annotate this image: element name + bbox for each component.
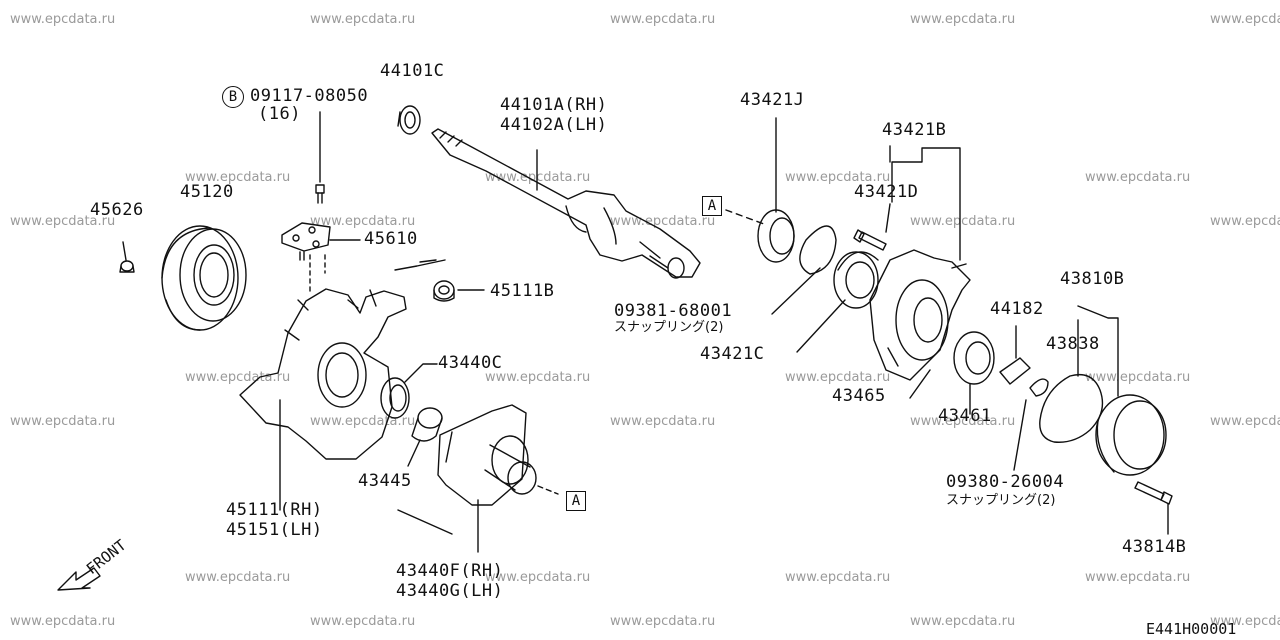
part-45626-bolt [119, 241, 135, 273]
label-43440g-lh: 43440G(LH) [396, 581, 504, 601]
label-09381-desc: スナップリング(2) [614, 320, 724, 335]
watermark: www.epcdata.ru [610, 614, 716, 629]
label-44101c: 44101C [380, 61, 445, 81]
part-43421j-ring [725, 117, 795, 263]
part-43814b-bolt [1134, 481, 1173, 535]
label-43461: 43461 [938, 406, 992, 426]
watermark: www.epcdata.ru [610, 414, 716, 429]
label-45111b: 45111B [490, 281, 555, 301]
label-45111-rh: 45111(RH) [226, 500, 323, 520]
label-43838: 43838 [1046, 334, 1100, 354]
watermark: www.epcdata.ru [785, 370, 891, 385]
watermark: www.epcdata.ru [910, 214, 1016, 229]
part-43421d-bolt [853, 203, 891, 251]
watermark: www.epcdata.ru [910, 414, 1016, 429]
label-45610: 45610 [364, 229, 418, 249]
label-43421b: 43421B [882, 120, 947, 140]
part-44101c-seal [397, 105, 421, 135]
part-43421b-hub [869, 145, 971, 381]
watermark: www.epcdata.ru [1085, 570, 1191, 585]
watermark: www.epcdata.ru [1210, 614, 1280, 629]
part-43810b-cap [1077, 305, 1167, 476]
watermark: www.epcdata.ru [1210, 414, 1280, 429]
part-09117-bolt [315, 111, 325, 204]
watermark: www.epcdata.ru [185, 170, 291, 185]
label-43421j: 43421J [740, 90, 805, 110]
watermark: www.epcdata.ru [10, 614, 116, 629]
label-43421c: 43421C [700, 344, 765, 364]
part-44101a-axle-shaft [431, 128, 701, 279]
label-09117-qty: (16) [258, 104, 301, 124]
part-43421c-bearing [796, 251, 879, 353]
front-arrow-icon [57, 567, 101, 591]
label-45120: 45120 [180, 182, 234, 202]
part-44182-washer [999, 325, 1031, 385]
watermark: www.epcdata.ru [310, 12, 416, 27]
label-43810b: 43810B [1060, 269, 1125, 289]
leader-43465 [909, 369, 931, 399]
watermark: www.epcdata.ru [485, 570, 591, 585]
watermark: www.epcdata.ru [185, 570, 291, 585]
label-44182: 44182 [990, 299, 1044, 319]
part-09380-snap-ring [1013, 378, 1049, 471]
label-09380-desc: スナップリング(2) [946, 493, 1056, 508]
label-44102a-lh: 44102A(LH) [500, 115, 608, 135]
part-43440f-spindle [397, 404, 559, 553]
part-45111b-bushing [433, 280, 485, 302]
watermark: www.epcdata.ru [910, 12, 1016, 27]
watermark: www.epcdata.ru [610, 12, 716, 27]
watermark: www.epcdata.ru [10, 12, 116, 27]
part-45111-knuckle [239, 254, 446, 511]
label-45626: 45626 [90, 200, 144, 220]
watermark: www.epcdata.ru [185, 370, 291, 385]
label-09381-68001: 09381-68001 [614, 301, 733, 321]
watermark: www.epcdata.ru [610, 214, 716, 229]
watermark: www.epcdata.ru [310, 214, 416, 229]
label-43465: 43465 [832, 386, 886, 406]
reference-mark-a: A [702, 196, 722, 216]
part-09381-snap-ring [771, 225, 837, 315]
watermark: www.epcdata.ru [910, 614, 1016, 629]
watermark: www.epcdata.ru [310, 614, 416, 629]
label-43445: 43445 [358, 471, 412, 491]
watermark: www.epcdata.ru [1085, 370, 1191, 385]
b-mark: B [222, 86, 244, 108]
label-43421d: 43421D [854, 182, 919, 202]
part-43461-bearing [953, 331, 995, 415]
part-43445-sleeve [407, 407, 443, 467]
part-45610-plate [281, 222, 361, 261]
watermark: www.epcdata.ru [10, 414, 116, 429]
diagram-code: E441H00001 [1146, 620, 1237, 638]
part-43838-gasket [1039, 319, 1104, 443]
reference-mark-a: A [566, 491, 586, 511]
label-43440c: 43440C [438, 353, 503, 373]
watermark: www.epcdata.ru [485, 370, 591, 385]
part-43440c-seal [380, 363, 438, 419]
label-43814b: 43814B [1122, 537, 1187, 557]
label-09380-26004: 09380-26004 [946, 472, 1065, 492]
watermark: www.epcdata.ru [1085, 170, 1191, 185]
label-45151-lh: 45151(LH) [226, 520, 323, 540]
label-43440f-rh: 43440F(RH) [396, 561, 504, 581]
watermark: www.epcdata.ru [785, 570, 891, 585]
label-09117-08050: 09117-08050 [250, 86, 369, 106]
part-45120-disc [161, 225, 247, 331]
watermark: www.epcdata.ru [1210, 12, 1280, 27]
label-44101a-rh: 44101A(RH) [500, 95, 608, 115]
watermark: www.epcdata.ru [1210, 214, 1280, 229]
watermark: www.epcdata.ru [785, 170, 891, 185]
watermark: www.epcdata.ru [10, 214, 116, 229]
